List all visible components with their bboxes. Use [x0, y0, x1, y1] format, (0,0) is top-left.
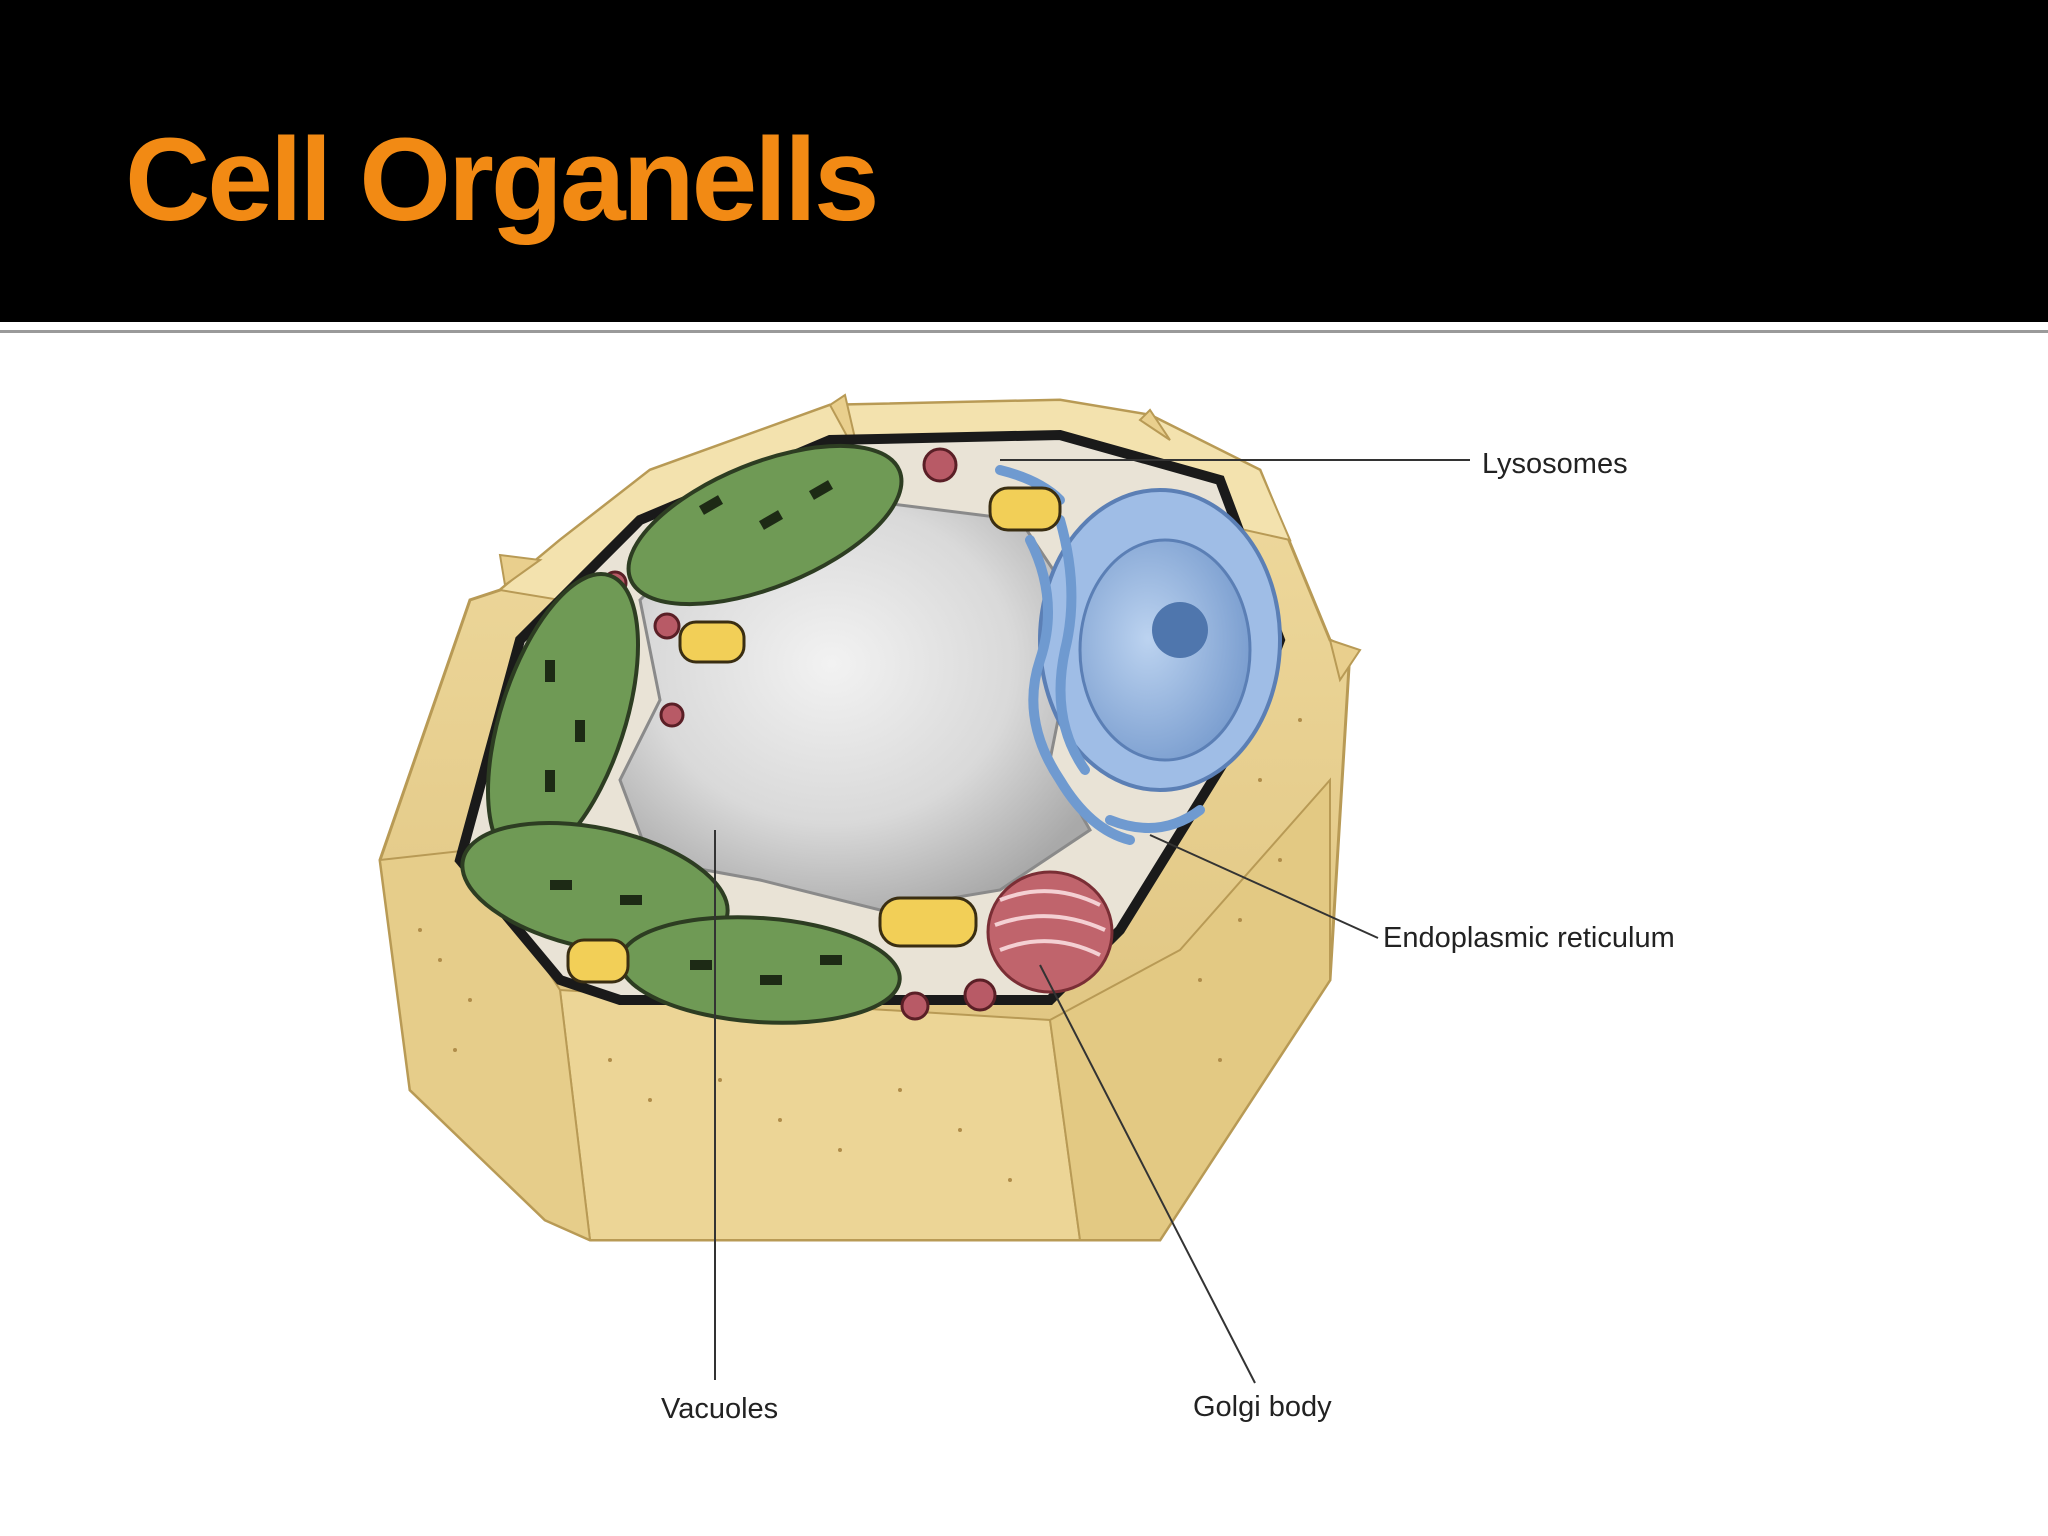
label-endoplasmic-reticulum: Endoplasmic reticulum — [1383, 922, 1675, 955]
golgi-body — [988, 872, 1112, 992]
label-golgi-body: Golgi body — [1193, 1391, 1332, 1424]
label-lysosomes: Lysosomes — [1482, 448, 1628, 481]
label-vacuoles: Vacuoles — [661, 1393, 778, 1426]
